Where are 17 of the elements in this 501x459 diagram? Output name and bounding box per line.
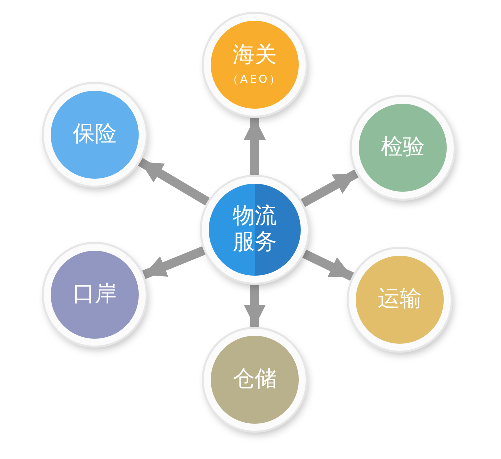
node-label: 口岸 [73,282,117,308]
arrow [300,170,359,208]
arrow [138,158,210,206]
node-label: 仓储 [233,366,277,394]
circle-node [352,97,454,199]
node-sublabel: （AEO） [227,72,283,87]
arrow [142,246,206,280]
arrow [244,118,266,175]
node-label: 检验 [381,134,425,162]
arrow [302,250,354,282]
node-label: 保险 [73,122,117,148]
node-label: 海关 [233,43,277,70]
arrow [244,285,266,327]
circle-node [349,249,451,351]
circle-node [202,177,308,283]
node-label: 物流服务 [232,204,278,256]
node-label: 运输 [378,286,422,314]
